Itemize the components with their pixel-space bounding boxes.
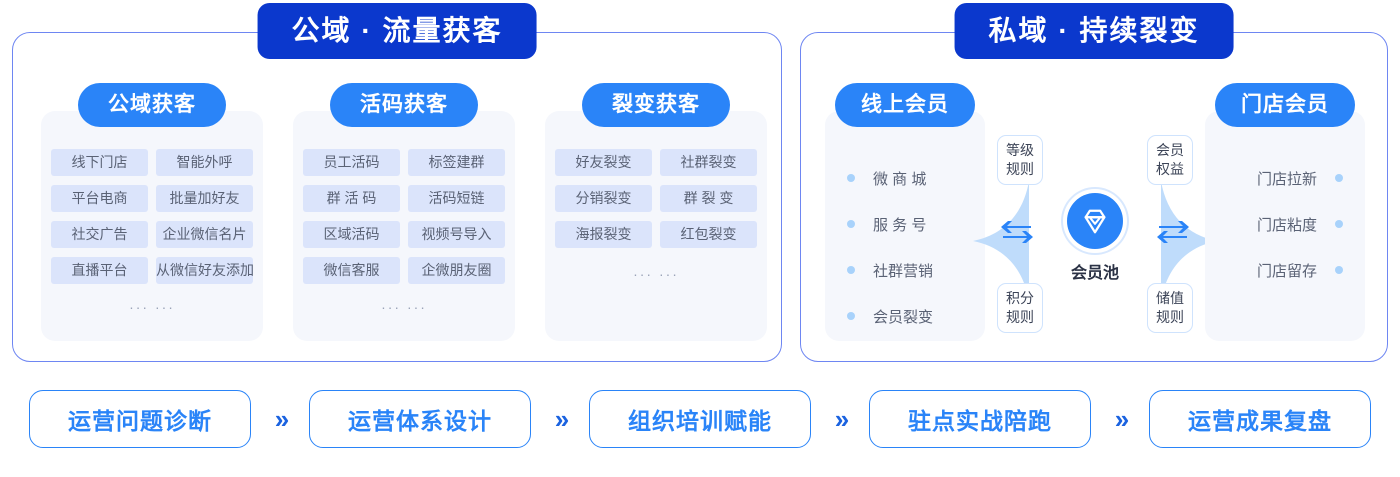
tag-item[interactable]: 从微信好友添加 bbox=[156, 257, 253, 284]
step-button[interactable]: 运营体系设计 bbox=[309, 390, 531, 448]
list-item-label: 门店留存 bbox=[1256, 262, 1317, 280]
tag-item[interactable]: 员工活码 bbox=[303, 149, 400, 176]
panel-public-domain-title: 公域 · 流量获客 bbox=[257, 3, 537, 59]
rule-box-points[interactable]: 积分 规则 bbox=[997, 283, 1043, 333]
bullet-dot-icon bbox=[847, 220, 855, 228]
tag-item[interactable]: 好友裂变 bbox=[555, 149, 652, 176]
tag-item[interactable]: 直播平台 bbox=[51, 257, 148, 284]
tag-item[interactable]: 区域活码 bbox=[303, 221, 400, 248]
pill-livecode-acquisition[interactable]: 活码获客 bbox=[330, 83, 478, 127]
tag-item[interactable]: 分销裂变 bbox=[555, 185, 652, 212]
panel-private-domain-title: 私域 · 持续裂变 bbox=[954, 3, 1234, 59]
bullet-dot-icon bbox=[1335, 220, 1343, 228]
tag-item[interactable]: 标签建群 bbox=[408, 149, 505, 176]
list-item-label: 社群营销 bbox=[873, 262, 934, 280]
rule-line-1: 积分 bbox=[1006, 290, 1034, 306]
tag-item[interactable]: 视频号导入 bbox=[408, 221, 505, 248]
tag-item[interactable]: 平台电商 bbox=[51, 185, 148, 212]
tag-item[interactable]: 微信客服 bbox=[303, 257, 400, 284]
tag-item[interactable]: 红包裂变 bbox=[660, 221, 757, 248]
tag-item[interactable]: 批量加好友 bbox=[156, 185, 253, 212]
pill-store-members[interactable]: 门店会员 bbox=[1215, 83, 1355, 127]
tag-item[interactable]: 群 裂 变 bbox=[660, 185, 757, 212]
double-chevron-right-icon: » bbox=[554, 403, 569, 434]
tag-grid-public-acquisition: 线下门店 智能外呼 平台电商 批量加好友 社交广告 企业微信名片 直播平台 从微… bbox=[51, 149, 253, 284]
more-ellipsis: ··· ··· bbox=[633, 266, 679, 282]
rule-line-2: 规则 bbox=[1156, 309, 1184, 325]
tag-item[interactable]: 海报裂变 bbox=[555, 221, 652, 248]
bullet-dot-icon bbox=[1335, 266, 1343, 274]
tag-item[interactable]: 企业微信名片 bbox=[156, 221, 253, 248]
card-online-members: 线上会员 微 商 城 服 务 号 社群营销 会员裂变 bbox=[825, 83, 985, 341]
list-store-members: 门店拉新 门店粘度 门店留存 bbox=[1205, 155, 1365, 293]
tag-item[interactable]: 企微朋友圈 bbox=[408, 257, 505, 284]
more-ellipsis: ··· ··· bbox=[129, 299, 175, 315]
list-item-label: 门店粘度 bbox=[1256, 216, 1317, 234]
pill-fission-acquisition[interactable]: 裂变获客 bbox=[582, 83, 730, 127]
panel-public-domain: 公域 · 流量获客 公域获客 线下门店 智能外呼 平台电商 批量加好友 社交广告… bbox=[12, 3, 782, 362]
pill-public-acquisition[interactable]: 公域获客 bbox=[78, 83, 226, 127]
rule-line-2: 规则 bbox=[1006, 161, 1034, 177]
tag-item[interactable]: 活码短链 bbox=[408, 185, 505, 212]
list-item[interactable]: 门店粘度 bbox=[1205, 201, 1365, 247]
list-item[interactable]: 微 商 城 bbox=[825, 155, 985, 201]
diamond-gem-icon bbox=[1084, 209, 1106, 234]
list-item[interactable]: 服 务 号 bbox=[825, 201, 985, 247]
tag-grid-livecode-acquisition: 员工活码 标签建群 群 活 码 活码短链 区域活码 视频号导入 微信客服 企微朋… bbox=[303, 149, 505, 284]
step-button[interactable]: 组织培训赋能 bbox=[589, 390, 811, 448]
exchange-arrows-right-icon bbox=[1157, 221, 1189, 243]
rule-line-1: 储值 bbox=[1156, 290, 1184, 306]
member-pool-label: 会员池 bbox=[1070, 265, 1120, 282]
bullet-dot-icon bbox=[1335, 174, 1343, 182]
rule-box-stored-value[interactable]: 储值 规则 bbox=[1147, 283, 1193, 333]
tag-item[interactable]: 线下门店 bbox=[51, 149, 148, 176]
process-steps-row: 运营问题诊断 » 运营体系设计 » 组织培训赋能 » 驻点实战陪跑 » 运营成果… bbox=[0, 388, 1400, 450]
card-store-members: 门店会员 门店拉新 门店粘度 门店留存 bbox=[1205, 83, 1365, 341]
step-button[interactable]: 运营成果复盘 bbox=[1149, 390, 1371, 448]
tag-item[interactable]: 智能外呼 bbox=[156, 149, 253, 176]
tag-grid-fission-acquisition: 好友裂变 社群裂变 分销裂变 群 裂 变 海报裂变 红包裂变 bbox=[555, 149, 757, 248]
step-button[interactable]: 驻点实战陪跑 bbox=[869, 390, 1091, 448]
member-pool-badge[interactable] bbox=[1067, 193, 1123, 249]
list-online-members: 微 商 城 服 务 号 社群营销 会员裂变 bbox=[825, 155, 985, 339]
pill-online-members[interactable]: 线上会员 bbox=[835, 83, 975, 127]
double-chevron-right-icon: » bbox=[1114, 403, 1129, 434]
rule-line-1: 等级 bbox=[1006, 142, 1034, 158]
list-item-label: 会员裂变 bbox=[873, 308, 934, 326]
rule-line-2: 权益 bbox=[1156, 161, 1184, 177]
list-item-label: 服 务 号 bbox=[873, 216, 927, 234]
step-button[interactable]: 运营问题诊断 bbox=[29, 390, 251, 448]
tag-item[interactable]: 社交广告 bbox=[51, 221, 148, 248]
rule-line-1: 会员 bbox=[1156, 142, 1184, 158]
panel-private-domain: 私域 · 持续裂变 线上会员 微 商 城 服 务 号 社群营销 bbox=[800, 3, 1388, 362]
list-item-label: 微 商 城 bbox=[873, 170, 927, 188]
bullet-dot-icon bbox=[847, 174, 855, 182]
list-item[interactable]: 门店拉新 bbox=[1205, 155, 1365, 201]
rule-line-2: 规则 bbox=[1006, 309, 1034, 325]
rule-box-member-rights[interactable]: 会员 权益 bbox=[1147, 135, 1193, 185]
bullet-dot-icon bbox=[847, 312, 855, 320]
list-item-label: 门店拉新 bbox=[1256, 170, 1317, 188]
rule-box-level[interactable]: 等级 规则 bbox=[997, 135, 1043, 185]
more-ellipsis: ··· ··· bbox=[381, 299, 427, 315]
list-item[interactable]: 门店留存 bbox=[1205, 247, 1365, 293]
exchange-arrows-left-icon bbox=[1001, 221, 1033, 243]
double-chevron-right-icon: » bbox=[834, 403, 849, 434]
card-public-acquisition: 公域获客 线下门店 智能外呼 平台电商 批量加好友 社交广告 企业微信名片 直播… bbox=[41, 83, 263, 341]
list-item[interactable]: 会员裂变 bbox=[825, 293, 985, 339]
card-livecode-acquisition: 活码获客 员工活码 标签建群 群 活 码 活码短链 区域活码 视频号导入 微信客… bbox=[293, 83, 515, 341]
diagram-top-section: 公域 · 流量获客 公域获客 线下门店 智能外呼 平台电商 批量加好友 社交广告… bbox=[12, 3, 1388, 362]
bullet-dot-icon bbox=[847, 266, 855, 274]
list-item[interactable]: 社群营销 bbox=[825, 247, 985, 293]
tag-item[interactable]: 社群裂变 bbox=[660, 149, 757, 176]
card-fission-acquisition: 裂变获客 好友裂变 社群裂变 分销裂变 群 裂 变 海报裂变 红包裂变 ··· … bbox=[545, 83, 767, 341]
tag-item[interactable]: 群 活 码 bbox=[303, 185, 400, 212]
double-chevron-right-icon: » bbox=[274, 403, 289, 434]
member-pool-cluster: 等级 规则 会员 权益 积分 规则 储值 规则 bbox=[997, 131, 1193, 341]
